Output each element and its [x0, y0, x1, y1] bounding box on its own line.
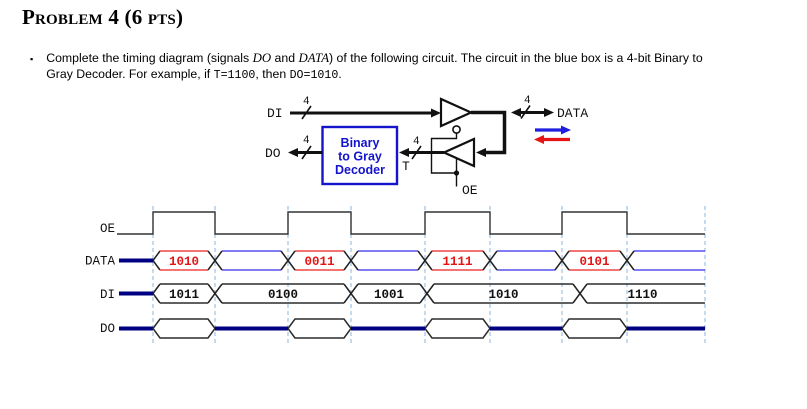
- instruction-seg-var: DATA: [298, 51, 330, 65]
- oe-waveform: [117, 211, 705, 235]
- do-bus-width: 4: [303, 135, 310, 147]
- decoder-box: [321, 125, 399, 186]
- instruction-text: Complete the timing diagram (signals DO …: [46, 50, 702, 84]
- decoder-box-line2: to Gray: [338, 150, 382, 164]
- instruction-seg-plain: Complete the timing diagram (signals: [46, 51, 253, 65]
- buffer-in-arrowhead-icon: [476, 148, 486, 157]
- t-arrowhead-icon: [399, 148, 409, 157]
- instruction-seg-plain: .: [338, 67, 342, 81]
- di-transition-x: [207, 283, 223, 304]
- do-empty-hexagon: [287, 318, 352, 339]
- data-bus-value: 1111: [442, 255, 472, 269]
- instruction-seg-var: DO: [252, 51, 272, 65]
- data-transition-x: [619, 250, 635, 271]
- do-empty-hexagon: [561, 318, 628, 339]
- feedback-wire: [471, 110, 507, 155]
- data-bus-width: 4: [524, 95, 531, 107]
- circuit-data-label: DATA: [557, 106, 588, 121]
- circuit-oe-label: OE: [462, 183, 478, 198]
- signal-label-do: DO: [100, 322, 115, 336]
- di-start-bevel: [152, 283, 161, 294]
- di-bus-value: 1010: [488, 288, 518, 302]
- data-transition-x: [207, 250, 223, 271]
- do-empty-hexagon: [152, 318, 216, 339]
- instruction-line-1: Complete the timing diagram (signals DO …: [46, 50, 702, 66]
- signal-label-data: DATA: [85, 255, 116, 269]
- circuit-di-label: DI: [267, 106, 283, 121]
- signal-label-di: DI: [100, 288, 115, 302]
- t-bus-width: 4: [413, 136, 420, 148]
- instruction-block: ▪ Complete the timing diagram (signals D…: [30, 50, 798, 84]
- instruction-line-2: Gray Decoder. For example, if T=1100, th…: [46, 66, 702, 84]
- data-transition-x: [417, 250, 433, 271]
- circuit-schematic: DI 4 OE 4 T: [265, 95, 588, 198]
- enable-bubble-icon: [452, 125, 461, 134]
- input-direction-arrowhead-icon: [534, 135, 544, 144]
- instruction-seg-code: DO=1010: [289, 69, 339, 82]
- output-direction-arrowhead-icon: [561, 125, 571, 135]
- bullet-marker: ▪: [30, 54, 34, 64]
- do-bus-slash-icon: [301, 145, 312, 160]
- tristate-buffer-out-icon: [439, 97, 474, 128]
- di-bus-width: 4: [303, 96, 310, 108]
- instruction-seg-plain: and: [271, 51, 299, 65]
- circuit-do-label: DO: [265, 146, 281, 161]
- do-arrowhead-icon: [288, 148, 298, 157]
- do-empty-hexagon: [424, 318, 491, 339]
- data-bus-value: 0011: [304, 255, 334, 269]
- instruction-seg-plain: Gray Decoder. For example, if: [46, 67, 214, 81]
- di-arrowhead-icon: [431, 108, 441, 118]
- instruction-seg-plain: ) of the following circuit. The circuit …: [329, 51, 703, 65]
- di-transition-x: [343, 283, 359, 304]
- data-transition-x: [280, 250, 296, 271]
- data-transition-x: [482, 250, 498, 271]
- instruction-seg-plain: , then: [255, 67, 290, 81]
- problem-title: Problem 4 (6 pts): [22, 5, 184, 29]
- di-transition-x: [572, 283, 588, 304]
- di-bus-slash-icon: [301, 105, 312, 120]
- data-right-arrowhead-icon: [544, 108, 554, 117]
- data-bus-value: 0101: [579, 255, 609, 269]
- timing-diagram: OE DATA DI DO 1010 0011 1111 0101 1011 0100 1001 10…: [85, 206, 706, 346]
- circuit-t-label: T: [402, 159, 410, 174]
- oe-routing-wire: [430, 133, 458, 174]
- decoder-box-line1: Binary: [341, 136, 380, 150]
- data-transition-x: [343, 250, 359, 271]
- instruction-seg-code: T=1100: [213, 69, 256, 82]
- decoder-box-line3: Decoder: [335, 163, 385, 177]
- data-bus-slash-icon: [520, 105, 531, 119]
- signal-label-oe: OE: [100, 222, 115, 236]
- di-bus-value: 1011: [169, 288, 199, 302]
- junction-dot-icon: [453, 170, 460, 176]
- tristate-buffer-in-icon: [441, 137, 476, 168]
- data-start-bevel: [152, 250, 161, 261]
- data-transition-x: [554, 250, 570, 271]
- di-bus-value: 1110: [627, 288, 657, 302]
- t-bus-slash-icon: [411, 145, 422, 160]
- di-bus-value: 1001: [374, 288, 404, 302]
- di-transition-x: [419, 283, 435, 304]
- data-bus-value: 1010: [169, 255, 199, 269]
- data-start-bevel: [152, 260, 161, 271]
- data-left-arrowhead-icon: [511, 108, 521, 117]
- di-start-bevel: [152, 293, 161, 304]
- di-bus-value: 0100: [268, 288, 298, 302]
